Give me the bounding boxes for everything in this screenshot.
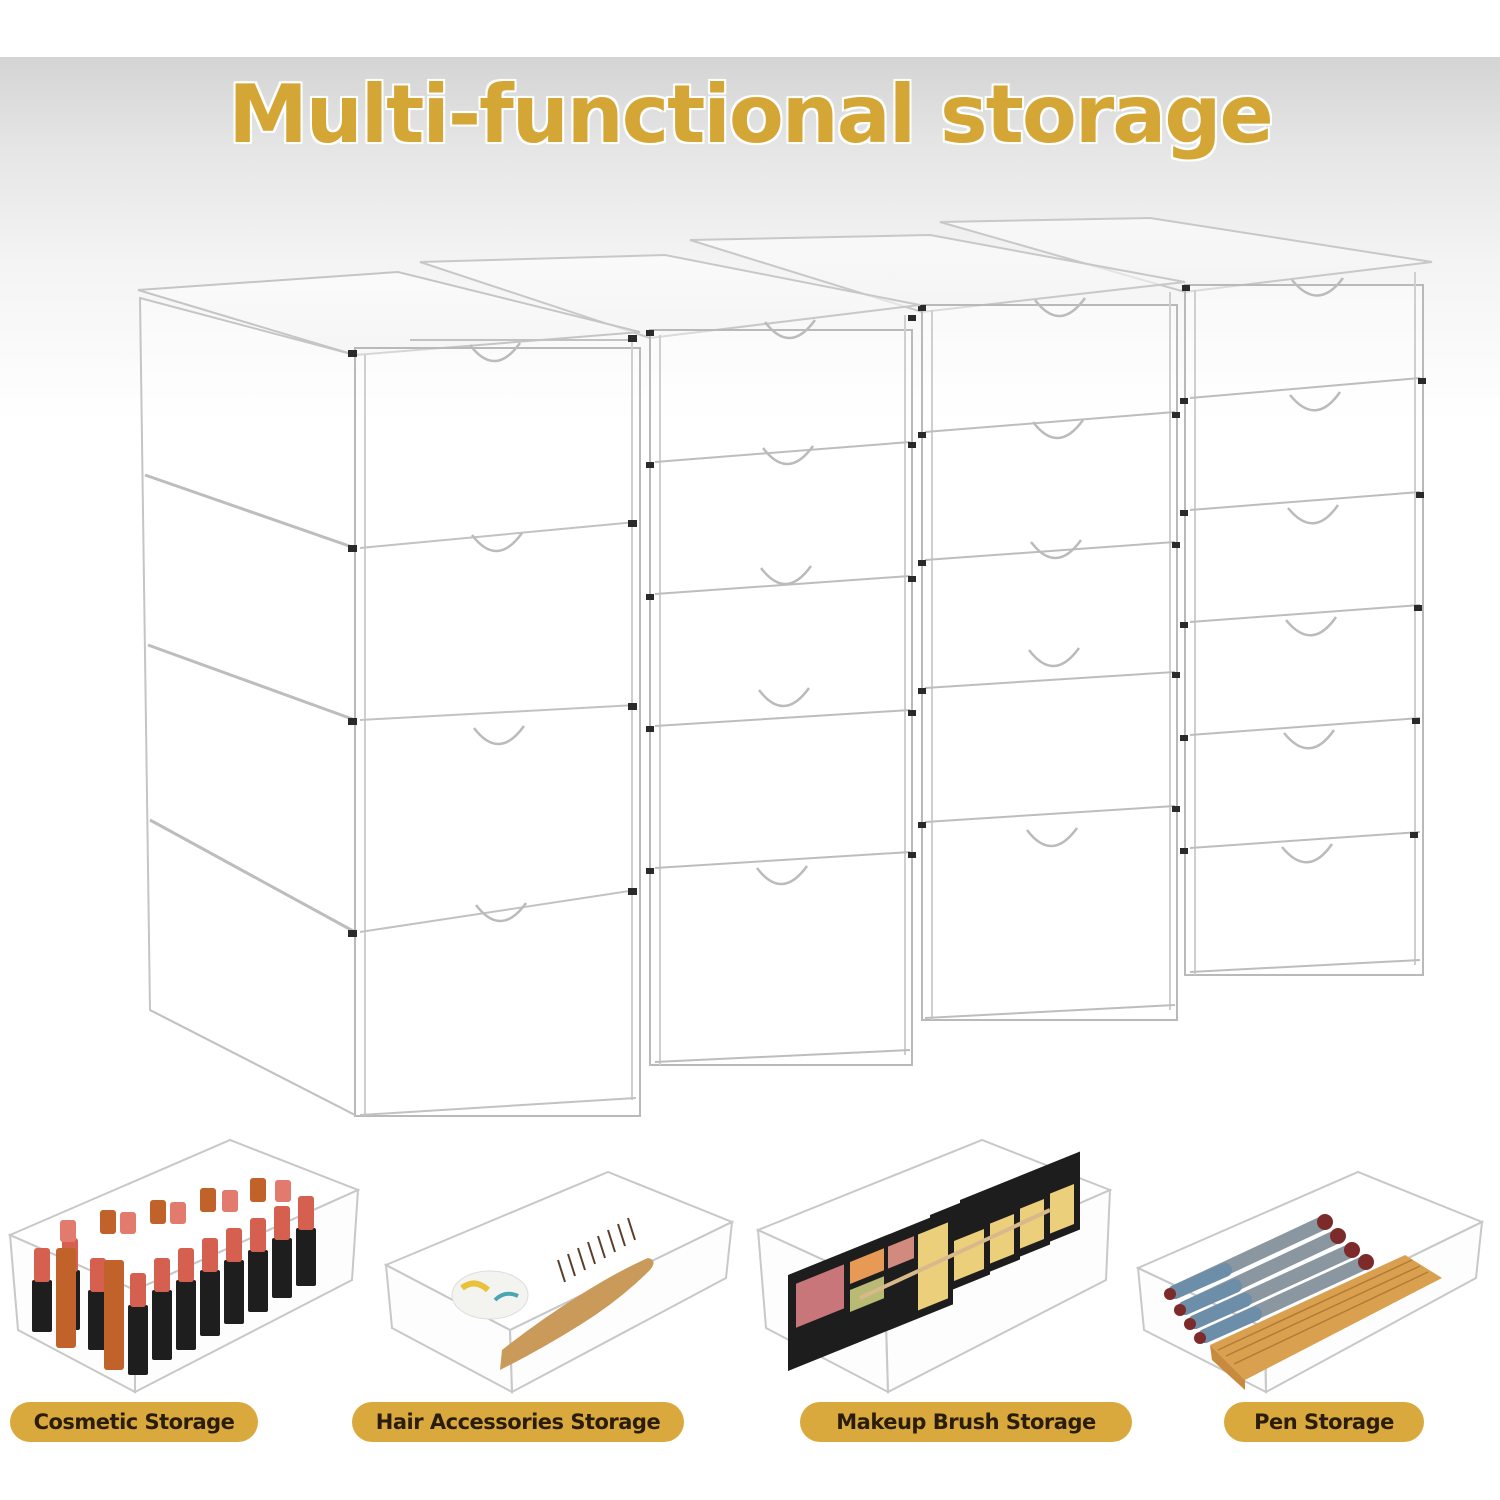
- drawer-stacks-illustration: [137, 216, 1433, 1117]
- scrunchie: [451, 1270, 529, 1320]
- drawer-column-3: [689, 233, 1186, 1021]
- drawer-column-4: [939, 216, 1433, 976]
- hair-accessories-storage-badge: Hair Accessories Storage: [352, 1402, 684, 1442]
- top-margin: [0, 0, 1500, 57]
- pen-storage-badge: Pen Storage: [1224, 1402, 1424, 1442]
- page-title: Multi-functional storage: [228, 68, 1274, 161]
- pencils: [1210, 1255, 1442, 1390]
- lipsticks: [32, 1178, 316, 1375]
- hair-accessories-bin-illustration: [383, 1170, 735, 1394]
- pens: [1164, 1214, 1374, 1344]
- eyeshadow-palettes: [788, 1151, 1080, 1371]
- cosmetic-storage-badge: Cosmetic Storage: [10, 1402, 258, 1442]
- pen-bin-illustration: [1135, 1170, 1485, 1394]
- drawer-column-1: [137, 270, 641, 1117]
- makeup-brush-storage-badge: Makeup Brush Storage: [800, 1402, 1132, 1442]
- hair-brush: [500, 1217, 654, 1370]
- makeup-brush-bin-illustration: [755, 1138, 1113, 1394]
- makeup-brush: [859, 1208, 1051, 1300]
- cosmetic-bin-illustration: [7, 1138, 361, 1394]
- drawer-column-2: [419, 253, 921, 1066]
